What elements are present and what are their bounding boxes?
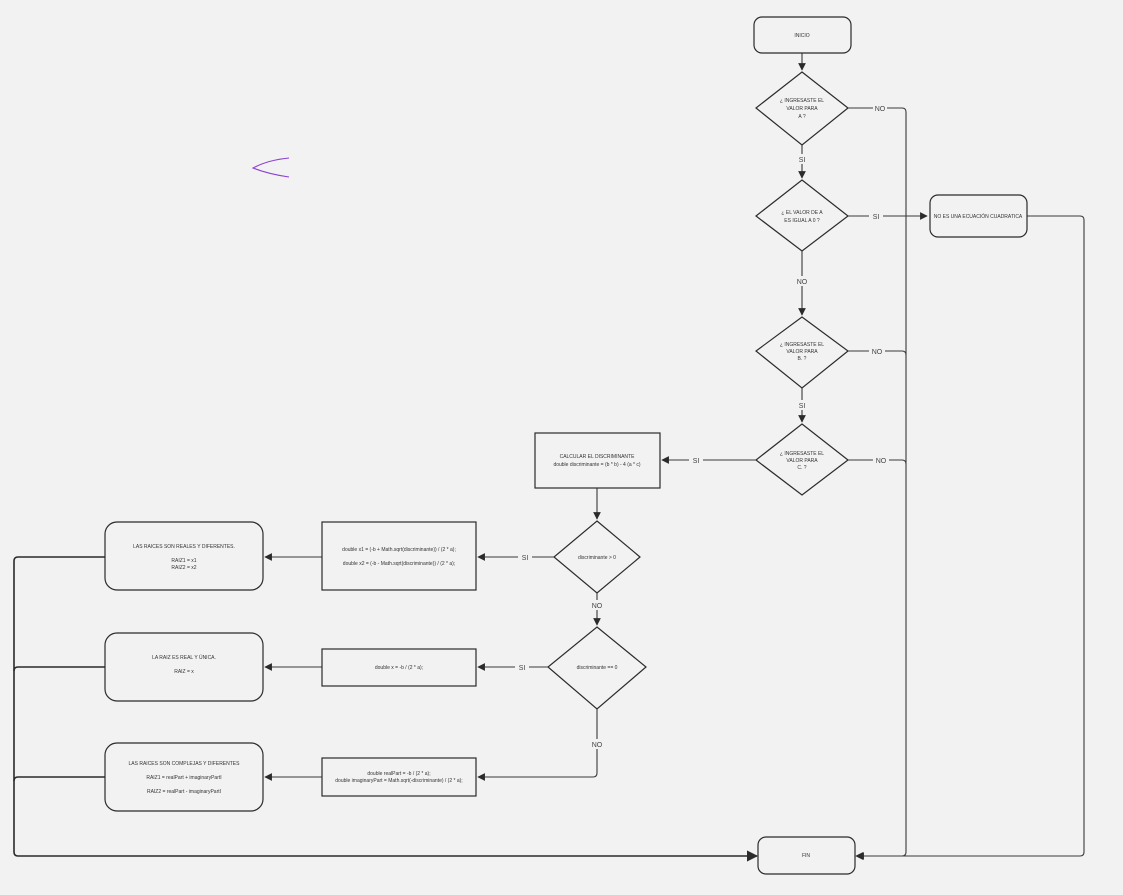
decision-discriminante-eq[interactable]: discriminante == 0 (547, 626, 647, 710)
process-x-unica[interactable]: double x = -b / (2 * a); (321, 648, 477, 687)
process-complex-line2: double imaginaryPart = Math.sqrt(-discri… (335, 778, 462, 784)
node-fin-text: FIN (802, 853, 810, 859)
decision-qc[interactable]: ¿ INGRESASTE EL VALOR PARA C. ? (755, 423, 849, 496)
process-calc-line1: CALCULAR EL DISCRIMINANTE (560, 454, 635, 460)
decision-qc-line2: VALOR PARA (786, 458, 818, 464)
process-calc-discriminante[interactable]: CALCULAR EL DISCRIMINANTE double discrim… (534, 432, 661, 489)
output-raices-reales[interactable]: LAS RAICES SON REALES Y DIFERENTES. RAIZ… (104, 521, 264, 591)
decision-qb-line2: VALOR PARA (786, 349, 818, 355)
label-qc-no: NO (876, 458, 887, 465)
decision-qb-line1: ¿ INGRESASTE EL (780, 342, 824, 348)
process-complejas[interactable]: double realPart = -b / (2 * a); double i… (321, 757, 477, 797)
output-complex-line1: LAS RAICES SON COMPLEJAS Y DIFERENTES (129, 761, 241, 767)
node-inicio[interactable]: INICIO (753, 16, 852, 54)
edge-labels: NO SI SI NO NO SI SI NO SI NO SI NO (515, 103, 889, 749)
process-x12-line1: double x1 = (-b + Math.sqrt(discriminant… (342, 547, 456, 553)
decision-qc-line3: C. ? (797, 465, 806, 471)
output-real-line3: RAIZ2 = x2 (171, 565, 196, 571)
label-deq-si: SI (519, 665, 526, 672)
output-unique-line2: RAIZ = x (174, 669, 194, 675)
process-complex-line1: double realPart = -b / (2 * a); (367, 771, 430, 777)
edge-qc-no-fin (848, 459, 907, 465)
annotation-stroke (251, 157, 290, 178)
edge-outreal-fin (13, 556, 759, 862)
output-complex-line3: RAIZ2 = realPart - imaginaryPartI (147, 789, 221, 795)
label-dgt-no: NO (592, 603, 603, 610)
label-qb-no: NO (872, 349, 883, 356)
output-complex-line2: RAIZ1 = realPart + imaginaryPartI (146, 775, 221, 781)
decision-discriminante-gt[interactable]: discriminante > 0 (553, 520, 641, 594)
output-raices-complejas[interactable]: LAS RAICES SON COMPLEJAS Y DIFERENTES RA… (104, 742, 264, 812)
decision-deq-text: discriminante == 0 (577, 665, 618, 671)
edges (13, 53, 1085, 862)
label-qc-si: SI (693, 458, 700, 465)
process-xsingle-text: double x = -b / (2 * a); (375, 665, 423, 671)
decision-qc-line1: ¿ INGRESASTE EL (780, 451, 824, 457)
edge-outunique-fin (13, 666, 105, 672)
decision-qa0[interactable]: ¿ EL VALOR DE A ES IGUAL A 0 ? (755, 179, 849, 252)
edge-deq-complex (477, 709, 598, 781)
decision-qb-line3: B. ? (798, 356, 807, 362)
decision-qa-line3: A ? (798, 114, 805, 120)
decision-qa-line2: VALOR PARA (786, 106, 818, 112)
node-no-cuadratica[interactable]: NO ES UNA ECUACIÓN CUADRATICA (929, 194, 1028, 238)
decision-dgt-text: discriminante > 0 (578, 555, 616, 561)
decision-qa[interactable]: ¿ INGRESASTE EL VALOR PARA A ? (755, 71, 849, 146)
process-x1-x2[interactable]: double x1 = (-b + Math.sqrt(discriminant… (321, 521, 477, 591)
nodes: INICIO ¿ INGRESASTE EL VALOR PARA A ? ¿ … (104, 16, 1028, 875)
decision-qa0-line2: ES IGUAL A 0 ? (784, 218, 820, 224)
output-unique-line1: LA RAIZ ES REAL Y ÚNICA. (152, 654, 216, 661)
label-qa0-si: SI (873, 214, 880, 221)
decision-qb[interactable]: ¿ INGRESASTE EL VALOR PARA B. ? (755, 316, 849, 389)
label-dgt-si: SI (522, 555, 529, 562)
label-qa0-no: NO (797, 279, 808, 286)
edge-qa-no-fin (848, 107, 907, 860)
label-deq-no: NO (592, 742, 603, 749)
edge-qb-no-fin (848, 350, 907, 356)
node-fin[interactable]: FIN (757, 836, 856, 875)
edge-outcomplex-fin (13, 776, 105, 782)
process-x12-line2: double x2 = (-b - Math.sqrt(discriminant… (343, 561, 455, 567)
process-calc-line2: double discriminante = (b * b) - 4 (a * … (553, 462, 640, 468)
decision-qa0-line1: ¿ EL VALOR DE A (781, 210, 823, 216)
output-real-line2: RAIZ1 = x1 (171, 558, 196, 564)
label-qa-si: SI (799, 157, 806, 164)
output-raiz-unica[interactable]: LA RAIZ ES REAL Y ÚNICA. RAIZ = x (104, 632, 264, 702)
label-qb-si: SI (799, 403, 806, 410)
node-inicio-text: INICIO (794, 33, 809, 39)
edge-nocuad-fin (855, 215, 1085, 860)
node-no-cuadratica-text: NO ES UNA ECUACIÓN CUADRATICA (934, 213, 1023, 220)
label-qa-no: NO (875, 106, 886, 113)
output-real-line1: LAS RAICES SON REALES Y DIFERENTES. (133, 544, 235, 550)
decision-qa-line1: ¿ INGRESASTE EL (780, 98, 824, 104)
